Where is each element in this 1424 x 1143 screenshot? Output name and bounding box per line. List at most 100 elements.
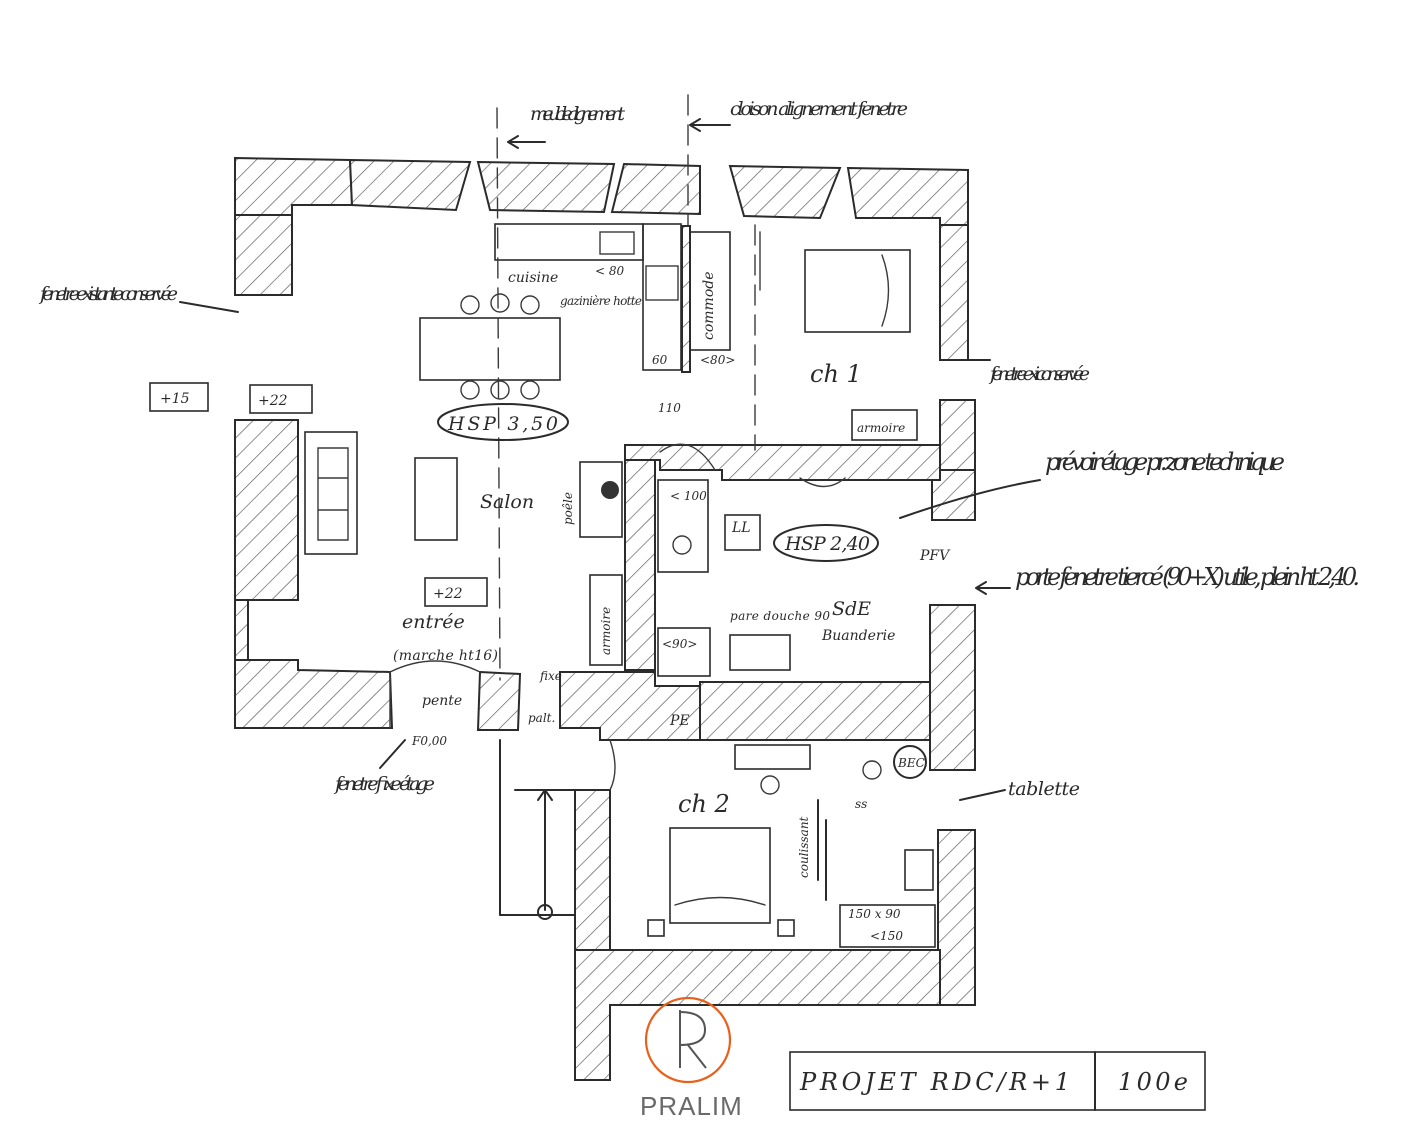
note-prevoir: prévoir étage pr. zone technique <box>1045 448 1285 476</box>
hsp240-oval <box>773 524 879 562</box>
bed-ch2-pillow <box>674 896 766 906</box>
chair-4 <box>460 380 480 400</box>
note-fen-exi: fenetre exi conservée <box>988 363 1090 385</box>
dim-p15-box <box>149 382 209 412</box>
dim-f0: F0,00 <box>411 734 447 748</box>
pralim-logo: PRALIM <box>640 996 743 1121</box>
coffee-table <box>414 457 458 541</box>
note-fen-existante: fenetre existante conservée <box>38 283 178 305</box>
wall-int-kitchen <box>681 225 691 373</box>
desk-chair <box>760 775 780 795</box>
room-salon: Salon <box>480 491 534 513</box>
walls <box>234 156 976 1081</box>
note-porte-fenetre: porte fenetre tiercé (90+X) utile, plein… <box>1015 563 1360 591</box>
wall-left-a <box>234 214 293 296</box>
wall-int-middle <box>624 444 941 481</box>
room-ll: LL <box>731 520 751 536</box>
wc-box <box>657 479 709 573</box>
wall-int-sde-bottom <box>699 681 931 741</box>
sink <box>599 231 635 255</box>
chair-2 <box>490 293 510 313</box>
chair-6 <box>520 380 540 400</box>
logo-name: PRALIM <box>640 1091 743 1121</box>
room-palt: palt. <box>528 711 555 725</box>
shower <box>657 627 711 677</box>
room-hsp350: HSP 3,50 <box>447 413 558 435</box>
room-gazinier: gazinière hotte <box>560 294 642 308</box>
logo-letter-mark <box>679 1010 707 1069</box>
logo-ring <box>644 996 732 1084</box>
note-meuble: meuble alignement <box>530 103 625 125</box>
basin-sde <box>729 634 791 671</box>
washer <box>724 514 761 551</box>
wall-right-a <box>939 224 969 361</box>
dim-p22a: +22 <box>258 393 288 409</box>
kitchen-column <box>642 223 682 371</box>
bed-ch2 <box>669 827 771 924</box>
leaders <box>179 118 1041 801</box>
title-project: PROJET RDC/R+1 <box>799 1068 1070 1096</box>
dim-p22b: +22 <box>433 586 463 602</box>
dim-60: 60 <box>652 353 668 367</box>
room-marche: (marche ht16) <box>393 648 498 664</box>
door-entry <box>389 660 481 729</box>
leader-porte <box>975 581 1011 595</box>
wall-top-left <box>234 156 354 216</box>
bec-circle <box>893 745 927 779</box>
doors <box>389 94 846 791</box>
hsp350-oval <box>437 403 569 441</box>
wall-top-c <box>610 162 701 216</box>
poele-stove <box>601 481 619 499</box>
wall-left-sill <box>234 599 249 661</box>
furniture <box>304 223 936 948</box>
dim-90: <90> <box>662 637 697 651</box>
dimension-texts: < 80 60 <80> 110 +15 +22 +22 < 100 <90> … <box>149 264 903 943</box>
sofa-cushions <box>317 447 349 541</box>
stair-outline <box>499 739 576 916</box>
title-block: PROJET RDC/R+1 100e <box>789 1051 1206 1111</box>
dim-ss: ss <box>855 797 867 811</box>
stair-arrow <box>537 789 553 801</box>
chair-3 <box>520 295 540 315</box>
bed-ch1-pillow <box>881 254 890 327</box>
wc-ch2 <box>862 760 882 780</box>
note-tablette: tablette <box>1008 778 1080 800</box>
nightstand-2 <box>777 919 795 937</box>
wall-ch2-bottom <box>574 949 941 1081</box>
room-coulissant: coulissant <box>797 816 811 878</box>
chair-1 <box>460 295 480 315</box>
wall-left-b <box>234 419 299 601</box>
room-bec: BEC <box>897 756 925 770</box>
leader-meuble <box>507 135 546 149</box>
room-armoire1: armoire <box>857 421 905 435</box>
room-ch1: ch 1 <box>810 360 862 388</box>
note-cloison: cloison alignement fenetre <box>730 98 908 120</box>
room-entree: entrée <box>402 611 465 633</box>
wall-int-poele <box>624 459 656 671</box>
room-sde: SdE <box>832 598 871 620</box>
room-armoire2: armoire <box>599 607 613 655</box>
desk-ch2 <box>734 744 811 770</box>
vanity-ch2 <box>904 849 934 891</box>
dim-p22b-box <box>424 577 488 607</box>
note-fenetre-fixe: fenetre fixe étage <box>333 773 435 795</box>
nightstand-1 <box>647 919 665 937</box>
room-buanderie: Buanderie <box>821 628 895 644</box>
leader-prevoir <box>899 479 1041 519</box>
dim-110: 110 <box>658 401 681 415</box>
room-commode: commode <box>701 272 717 341</box>
wall-left-c <box>234 659 394 729</box>
bed-ch1 <box>804 249 911 333</box>
wall-top-d <box>728 164 842 220</box>
leader-cloison <box>689 118 731 132</box>
shower-ch2 <box>839 904 936 948</box>
room-texts: cuisine gazinière hotte commode ch 1 arm… <box>393 270 951 878</box>
room-pente: pente <box>422 693 462 709</box>
armoire-salon <box>589 574 623 666</box>
leader-fixe <box>379 739 406 769</box>
annotation-texts: meuble alignement cloison alignement fen… <box>38 98 1360 800</box>
door-sde <box>799 477 846 488</box>
hob <box>645 265 679 301</box>
commode <box>689 231 731 351</box>
